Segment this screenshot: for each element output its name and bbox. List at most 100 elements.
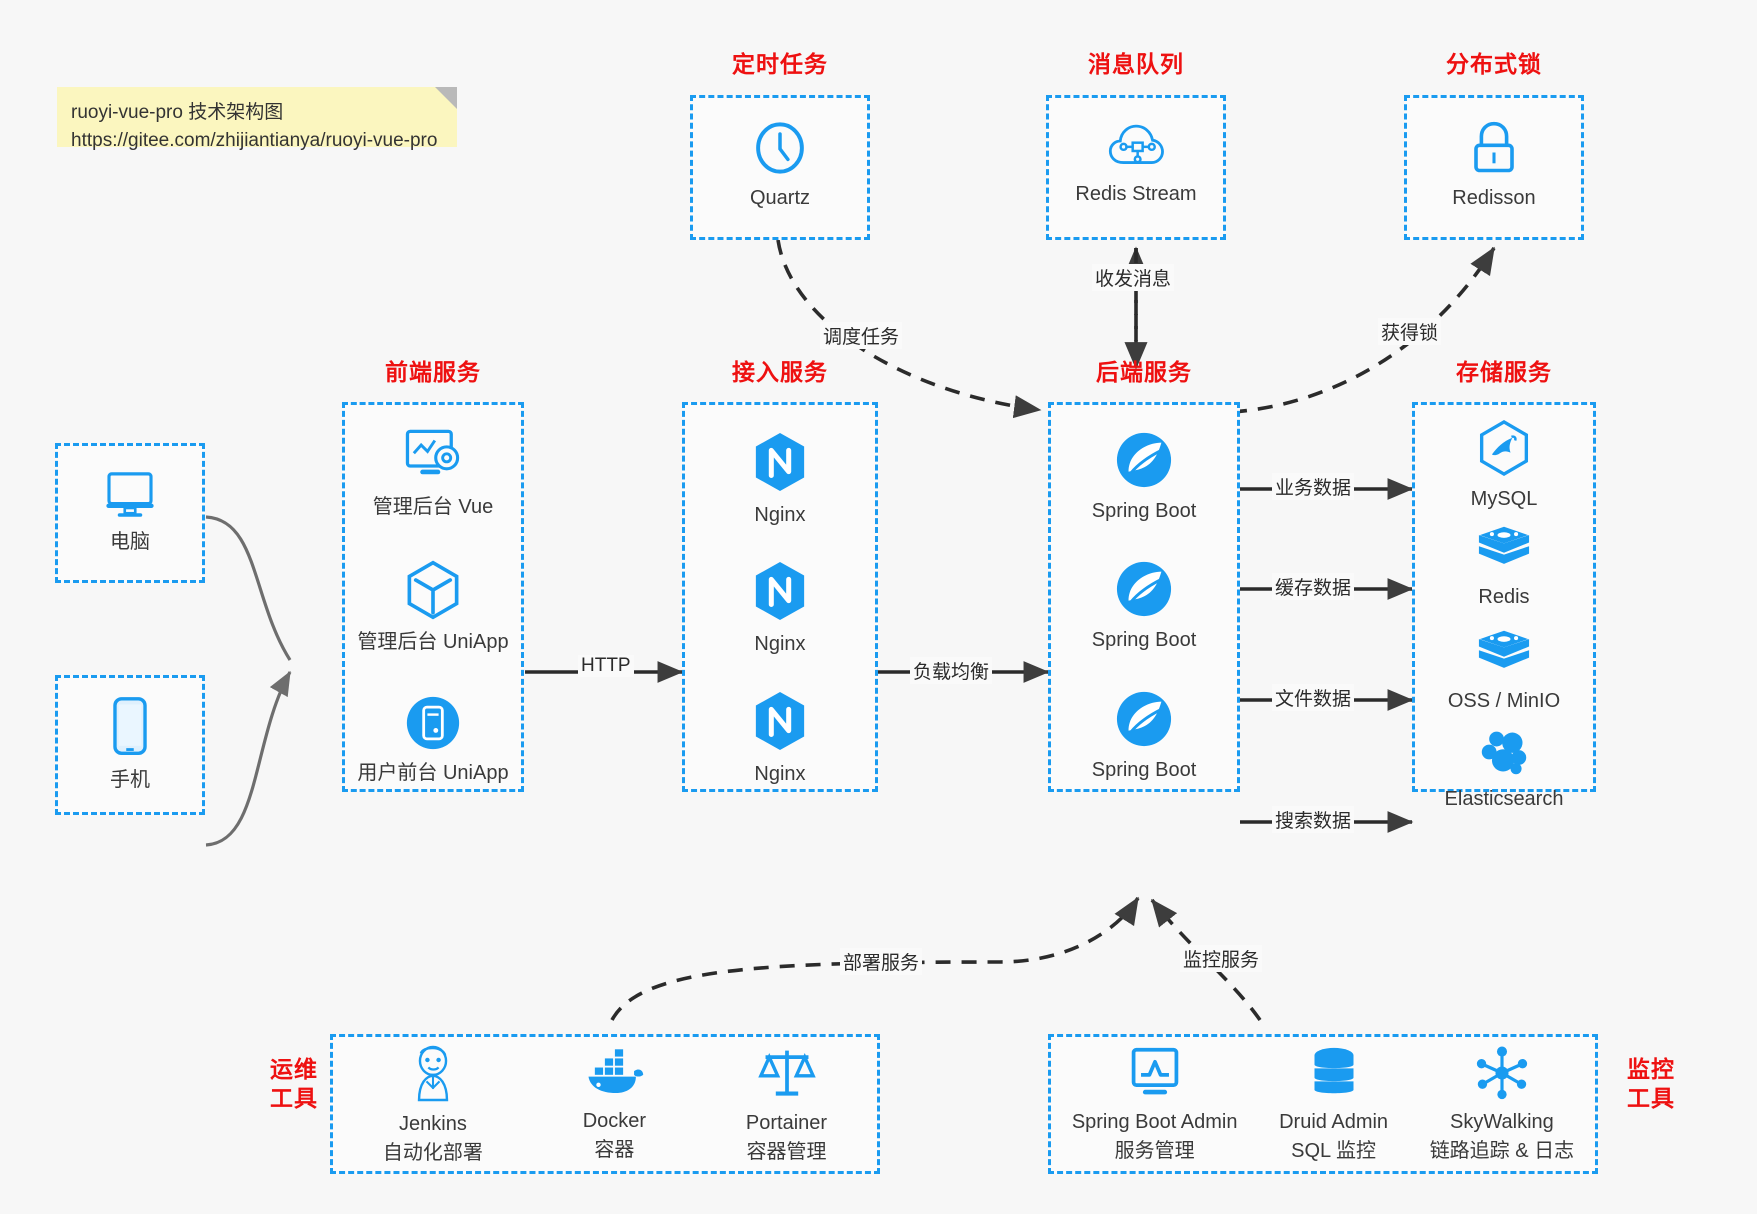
nginx-icon [752, 560, 808, 627]
edge-label-bizdata: 业务数据 [1272, 473, 1355, 500]
node-label: Redisson [1452, 187, 1536, 209]
group-box-scheduler: Quartz [690, 95, 870, 240]
node-label: Nginx [754, 504, 806, 526]
node-quartz[interactable]: Quartz [693, 120, 867, 211]
node-label: 电脑 [110, 531, 150, 553]
group-label-monitor: 监控 工具 [1612, 1055, 1690, 1113]
group-box-devops: Jenkins 自动化部署 [330, 1034, 880, 1174]
node-skywalking[interactable]: SkyWalking 链路追踪 & 日志 [1430, 1046, 1574, 1163]
node-nginx-1[interactable]: Nginx [685, 431, 875, 528]
node-redis-stream[interactable]: Redis Stream [1049, 120, 1223, 207]
node-label: Spring Boot Admin [1071, 1110, 1238, 1133]
node-label: Redis Stream [1075, 183, 1197, 205]
node-oss-minio[interactable]: OSS / MinIO [1415, 627, 1593, 714]
node-label: 管理后台 UniApp [357, 631, 509, 653]
group-label-devops-line1: 运维 [270, 1056, 318, 1082]
hexagon-cube-icon [404, 560, 462, 625]
node-docker[interactable]: Docker 容器 [583, 1047, 646, 1162]
node-label: 手机 [110, 769, 150, 791]
node-label: Docker [582, 1109, 647, 1132]
node-user-uniapp[interactable]: 用户前台 UniApp [345, 695, 521, 786]
node-label: OSS / MinIO [1447, 690, 1561, 712]
node-label: Spring Boot [1091, 759, 1197, 781]
group-box-storage: MySQL Redis [1412, 402, 1596, 810]
group-label-devops: 运维 工具 [258, 1055, 330, 1113]
node-label: SkyWalking [1450, 1110, 1554, 1133]
node-mysql[interactable]: MySQL [1415, 419, 1593, 512]
node-label: Spring Boot [1091, 500, 1197, 522]
diagram-title-note: ruoyi-vue-pro 技术架构图 https://gitee.com/zh… [57, 87, 457, 151]
node-sublabel: SQL 监控 [1291, 1139, 1376, 1162]
group-box-backend: Spring Boot Spring Boot Spring Boot [1048, 402, 1240, 792]
redis-icon [1475, 627, 1533, 684]
mobile-icon [108, 696, 152, 763]
jenkins-icon [406, 1044, 460, 1107]
node-admin-uniapp[interactable]: 管理后台 UniApp [345, 560, 521, 655]
edge-label-getlock: 获得锁 [1378, 318, 1442, 345]
scales-icon [757, 1045, 816, 1106]
node-label: Elasticsearch [1444, 788, 1564, 810]
node-redis[interactable]: Redis [1415, 523, 1593, 610]
skywalking-icon [1474, 1046, 1530, 1105]
node-admin-vue[interactable]: 管理后台 Vue [345, 427, 521, 520]
group-box-frontend: 管理后台 Vue 管理后台 UniApp 用户前台 UniApp [342, 402, 524, 792]
group-label-lock: 分布式锁 [1446, 51, 1542, 77]
edge-label-filedata: 文件数据 [1272, 684, 1355, 711]
node-spring-boot-3[interactable]: Spring Boot [1051, 690, 1237, 783]
node-sublabel: 容器 [594, 1138, 635, 1161]
spring-icon [1115, 431, 1173, 494]
group-box-monitor: Spring Boot Admin 服务管理 Druid Admin SQL 监… [1048, 1034, 1598, 1174]
node-portainer[interactable]: Portainer 容器管理 [746, 1045, 827, 1164]
desktop-icon [102, 468, 158, 525]
note-fold-corner [435, 87, 457, 109]
group-box-gateway: Nginx Nginx Nginx [682, 402, 878, 792]
edge-label-schedule: 调度任务 [820, 322, 903, 349]
spring-icon [1115, 690, 1173, 753]
node-label: Jenkins [399, 1112, 467, 1135]
edge-label-monitoring: 监控服务 [1180, 945, 1263, 972]
edge-label-lb: 负载均衡 [910, 657, 993, 684]
edge-label-searchdata: 搜索数据 [1272, 806, 1355, 833]
group-label-monitor-line1: 监控 [1627, 1056, 1675, 1082]
docker-icon [583, 1047, 645, 1104]
note-line-1: ruoyi-vue-pro 技术架构图 [71, 102, 284, 123]
node-label: Spring Boot [1091, 629, 1197, 651]
dashboard-gear-icon [402, 427, 464, 490]
node-label: MySQL [1470, 488, 1538, 510]
node-label: Redis [1478, 586, 1530, 608]
node-sublabel: 自动化部署 [382, 1141, 483, 1164]
nginx-icon [752, 690, 808, 757]
elasticsearch-icon [1478, 727, 1530, 782]
group-box-lock: Redisson [1404, 95, 1584, 240]
mysql-icon [1477, 419, 1531, 482]
node-spring-boot-admin[interactable]: Spring Boot Admin 服务管理 [1071, 1046, 1238, 1163]
node-label: Quartz [749, 187, 811, 209]
group-box-client-desktop: 电脑 [55, 443, 205, 583]
group-label-frontend: 前端服务 [385, 359, 481, 385]
group-label-gateway: 接入服务 [732, 359, 828, 385]
group-label-mq: 消息队列 [1088, 51, 1184, 77]
note-line-2: https://gitee.com/zhijiantianya/ruoyi-vu… [71, 129, 438, 151]
node-label: 用户前台 UniApp [357, 762, 509, 784]
node-nginx-3[interactable]: Nginx [685, 690, 875, 787]
node-druid-admin[interactable]: Druid Admin SQL 监控 [1279, 1046, 1388, 1163]
redis-icon [1475, 523, 1533, 580]
spring-icon [1115, 560, 1173, 623]
group-box-mq: Redis Stream [1046, 95, 1226, 240]
edge-label-http: HTTP [578, 655, 634, 677]
node-elasticsearch[interactable]: Elasticsearch [1415, 727, 1593, 812]
database-icon [1308, 1046, 1360, 1105]
node-desktop[interactable]: 电脑 [58, 468, 202, 555]
node-nginx-2[interactable]: Nginx [685, 560, 875, 657]
group-label-storage: 存储服务 [1456, 359, 1552, 385]
node-sublabel: 链路追踪 & 日志 [1429, 1139, 1575, 1162]
node-label: Nginx [754, 633, 806, 655]
group-label-monitor-line2: 工具 [1627, 1084, 1675, 1111]
node-jenkins[interactable]: Jenkins 自动化部署 [383, 1044, 483, 1165]
node-redisson[interactable]: Redisson [1407, 120, 1581, 211]
node-spring-boot-2[interactable]: Spring Boot [1051, 560, 1237, 653]
node-mobile[interactable]: 手机 [58, 696, 202, 793]
edge-label-messaging: 收发消息 [1092, 264, 1175, 291]
node-spring-boot-1[interactable]: Spring Boot [1051, 431, 1237, 524]
